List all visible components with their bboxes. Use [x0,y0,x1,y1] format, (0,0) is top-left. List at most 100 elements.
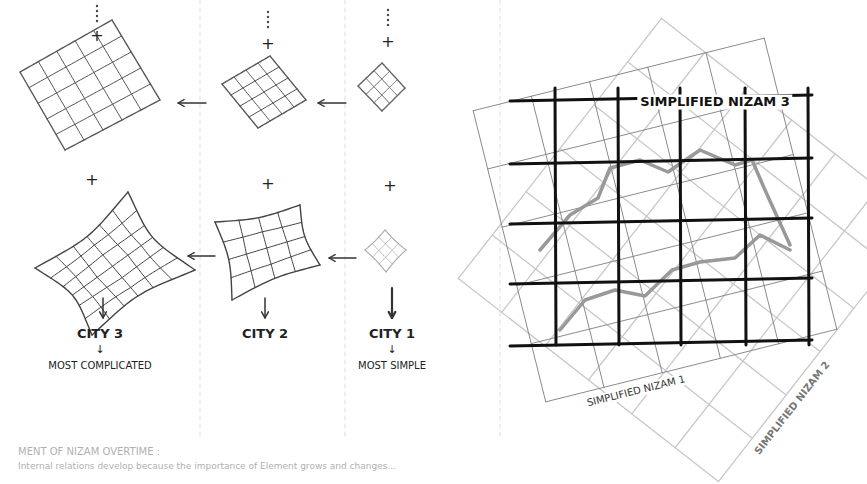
simplified-nizam-grid [718,222,867,482]
sketch-arrowhead [178,100,184,107]
distorted-grid [215,222,232,300]
simplified-nizam-grid [510,218,812,224]
sketch-arrowhead [389,312,396,318]
faded-note: MENT OF NIZAM OVERTIME : [18,446,160,458]
sketch-arrow [318,102,346,103]
plus-sign: + [85,171,98,189]
sketch-arrowhead [188,253,194,260]
nizam-grid [57,51,103,130]
simplified-nizam-grid [510,278,812,284]
nizam-grid [246,70,282,114]
nizam-grid [258,63,294,107]
plus-sign: + [261,175,274,193]
simplified-nizam-grid [492,235,752,438]
nizam-grid [47,68,141,119]
simplified-nizam-grid [764,38,837,329]
city-note: MOST SIMPLE [358,360,426,372]
sketch-arrow [329,257,356,258]
nizam-grid [38,62,84,140]
continuation-dot [267,21,269,23]
distorted-grid [215,205,300,222]
sketch-arrow [391,288,393,318]
sketch-arrowhead [262,312,269,318]
simplified-nizam-grid [590,82,663,373]
nizam-grid [20,20,112,72]
simplified-nizam-grid [632,154,835,414]
simplified-nizam-grid [560,148,820,351]
sketch-arrowhead [100,312,107,318]
continuation-dot [387,24,389,26]
simplified-nizam-grid [555,88,556,345]
nizam-grid [75,41,122,120]
continuation-dot [387,19,389,21]
distorted-grid [379,237,399,257]
distorted-grid [232,265,320,300]
distorted-grid [231,250,311,278]
simplified-nizam-grid [473,111,546,402]
city-note: MOST COMPLICATED [48,360,151,372]
arrow-glyph: ↓ [387,344,396,357]
nizam-grid [382,63,405,88]
simplified-nizam-grid [680,88,681,345]
nizam-grid [270,56,306,100]
nizam-grid [258,100,306,128]
continuation-dot [387,14,389,16]
column-divider [200,0,201,440]
distorted-grid [385,230,406,250]
distorted-grid [87,237,138,296]
continuation-dot [96,15,98,17]
grid-label: SIMPLIFIED NIZAM 1 [583,373,689,410]
continuation-dot [267,16,269,18]
sketch-arrow [264,298,266,318]
city-label: CITY 2 [242,327,288,342]
simplified-nizam-grid [745,88,746,345]
nizam-grid [249,89,297,117]
distorted-grid [365,250,386,272]
continuation-dot [267,26,269,28]
plus-sign: + [261,35,274,53]
simplified-nizam-grid [648,67,721,358]
nizam-grid [112,20,160,100]
arrow-glyph: ↓ [95,344,104,357]
distorted-grid [386,250,406,272]
city-label: CITY 3 [77,327,123,342]
faded-note: Internal relations develop because the i… [18,461,478,471]
distorted-grid [259,218,275,279]
distorted-grid [85,258,177,319]
column-divider [345,0,346,440]
nizam-grid [29,36,122,88]
city-label: CITY 1 [369,327,415,342]
nizam-grid [38,52,131,103]
distorted-grid [72,237,152,295]
continuation-dot [96,10,98,12]
simplified-nizam-grid [510,158,812,164]
sketch-arrowhead [329,255,335,262]
sketch-arrow [102,298,104,318]
sketch-arrow [178,102,206,103]
simplified-nizam-grid [618,88,619,345]
simplified-nizam-grid [675,188,867,448]
nizam-grid [20,72,65,150]
simplified-nizam-grid [628,62,867,265]
nizam-grid [374,71,397,96]
continuation-dot [96,20,98,22]
nizam-grid [65,100,160,150]
simplified-nizam-grid [808,88,809,345]
simplified-nizam-grid [502,155,793,228]
distorted-grid [79,247,163,305]
sketch-arrow [188,255,215,256]
distorted-grid [99,225,153,288]
grid-label: SIMPLIFIED NIZAM 2 [750,357,834,459]
plus-sign: + [383,177,396,195]
sketch-arrowhead [318,100,324,107]
nizam-grid [56,84,150,134]
grid-label: SIMPLIFIED NIZAM 3 [637,95,792,110]
plus-sign: + [381,33,394,51]
relation-line [540,150,790,250]
continuation-dot [387,9,389,11]
distorted-grid [128,192,195,270]
nizam-grid [382,88,405,111]
distorted-grid [35,268,92,335]
simplified-nizam-grid [510,340,812,346]
